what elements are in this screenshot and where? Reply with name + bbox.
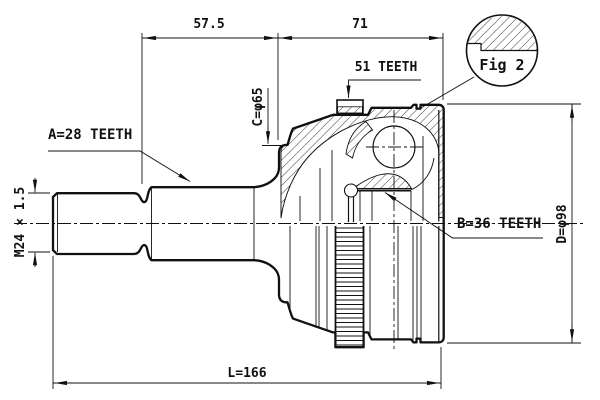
diameter-c-label: C=φ65 [251,87,266,126]
spline-a-label: A=28 TEETH [48,127,132,143]
inner-race-arc [410,157,435,191]
outer-race-section-hatch [280,104,444,219]
inner-race-section-hatch [351,173,413,189]
spline-b-label: B=36 TEETH [457,216,541,232]
dim-m24-thread [28,178,50,267]
fig2-detail-balloon [465,14,539,87]
dim-71-label: 71 [352,17,368,32]
leader-spline-a [48,150,191,182]
leader-spline-b [384,192,543,239]
dim-57-5 [141,33,279,184]
dim-71 [278,33,444,100]
abs-ring-tooth-top [336,99,364,115]
dim-57-5-label: 57.5 [193,17,224,32]
dim-d-diameter [447,103,581,344]
leader-fig2-detail [419,76,475,109]
abs-teeth-label: 51 TEETH [355,60,418,75]
circlip-detail-circle [343,183,359,198]
thread-spec-label: M24 × 1.5 [13,187,28,257]
overall-length-label: L=166 [227,366,266,381]
dim-c-diameter [262,88,283,146]
abs-ring-teeth-band [334,226,365,346]
cage-section-hatch [345,120,374,159]
leader-abs-teeth [346,79,421,98]
diameter-d-label: D=φ98 [555,204,570,243]
dim-overall-length [52,256,442,389]
fig2-groove-section-hatch [467,16,538,51]
fig2-groove-step-line [467,42,538,52]
fig2-label: Fig 2 [479,56,524,74]
